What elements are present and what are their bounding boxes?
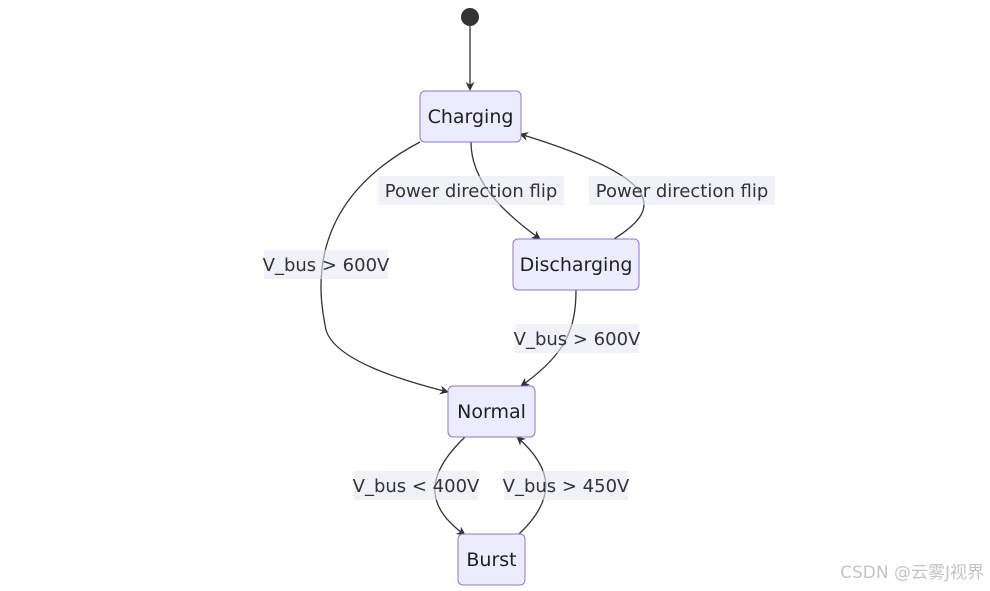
state-charging[interactable]: Charging — [419, 90, 522, 143]
edge-label-charging-to-normal: V_bus > 600V — [263, 250, 390, 279]
edge-label-text: Power direction flip — [596, 181, 769, 202]
state-burst[interactable]: Burst — [457, 533, 526, 586]
edge-label-text: V_bus > 600V — [263, 255, 390, 276]
edge-label-text: V_bus < 400V — [353, 476, 480, 497]
state-normal[interactable]: Normal — [447, 385, 536, 438]
edge-label-text: Power direction flip — [385, 181, 558, 202]
start-node — [461, 8, 479, 26]
state-discharging[interactable]: Discharging — [512, 238, 640, 291]
edge-label-burst-to-normal: V_bus > 450V — [503, 471, 630, 500]
edge-label-text: V_bus > 600V — [514, 329, 641, 350]
edge-label-charging-to-discharging: Power direction flip — [378, 176, 564, 205]
watermark: CSDN @云雾J视界 — [840, 563, 984, 583]
state-label: Discharging — [520, 254, 633, 276]
edge-charging-to-normal — [320, 141, 449, 395]
edge-label-discharging-to-normal: V_bus > 600V — [514, 324, 641, 353]
edge-label-text: V_bus > 450V — [503, 476, 630, 497]
state-label: Burst — [466, 549, 516, 571]
edge-label-normal-to-burst: V_bus < 400V — [353, 471, 480, 500]
edge-label-discharging-to-charging: Power direction flip — [589, 176, 775, 205]
state-label: Charging — [428, 106, 514, 128]
state-label: Normal — [457, 401, 526, 423]
